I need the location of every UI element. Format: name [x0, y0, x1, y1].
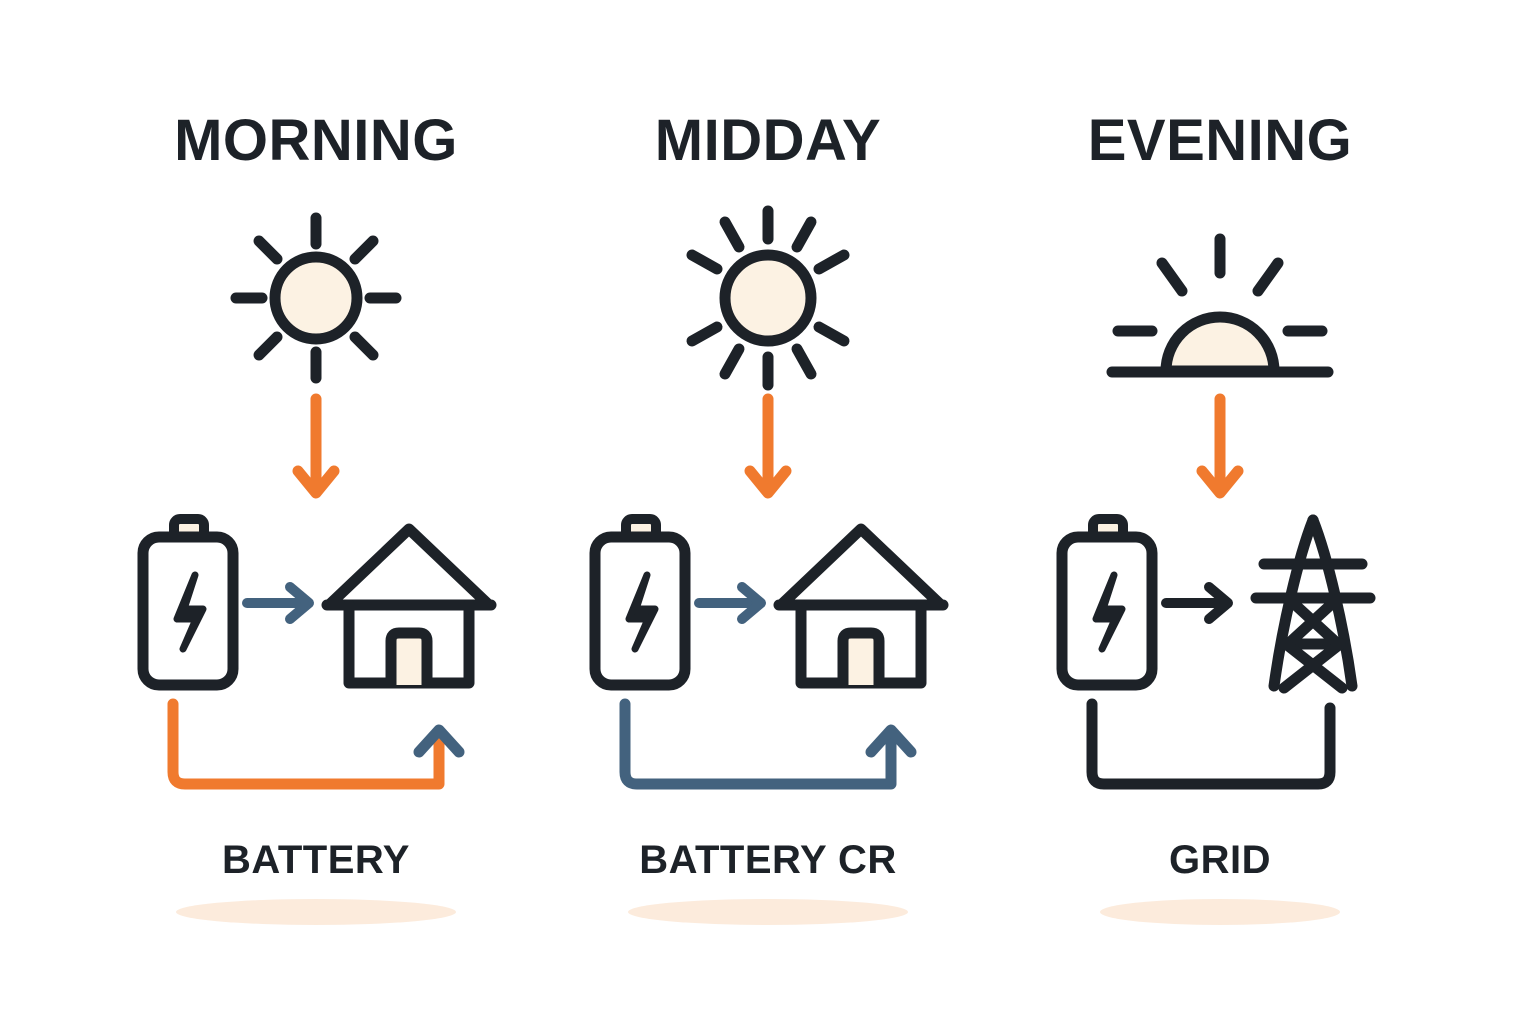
house-icon: [773, 523, 949, 689]
sun-icon-container-morning: [228, 208, 404, 388]
column-heading-midday: MIDDAY: [654, 108, 882, 173]
diagram-column-midday: MIDDAY: [542, 0, 994, 1024]
battery-icon: [1056, 514, 1158, 691]
down-arrow-icon: [744, 393, 792, 499]
column-label-morning: BATTERY: [222, 838, 410, 882]
right-arrow-icon: [1161, 582, 1233, 624]
flow-row-midday: [585, 508, 951, 698]
flow-row-evening: [1052, 508, 1388, 698]
ground-shadow-morning: [176, 899, 456, 925]
down-arrow-container-midday: [742, 393, 794, 504]
return-loop-container-morning: [151, 696, 481, 806]
sunset-icon: [1106, 233, 1334, 378]
sun-icon: [230, 212, 402, 384]
return-loop-container-evening: [1070, 696, 1370, 806]
down-arrow-container-evening: [1194, 393, 1246, 504]
column-heading-morning: MORNING: [174, 108, 458, 173]
sunset-icon-container-evening: [1104, 208, 1336, 388]
return-loop-icon: [1086, 698, 1336, 790]
diagram-column-evening: EVENING: [994, 0, 1446, 1024]
ground-shadow-midday: [628, 899, 908, 925]
down-arrow-container-morning: [290, 393, 342, 504]
house-icon: [321, 523, 497, 689]
column-label-midday: BATTERY CR: [639, 838, 897, 882]
flow-row-morning: [133, 508, 499, 698]
column-heading-evening: EVENING: [1087, 108, 1353, 173]
right-arrow-icon: [694, 582, 766, 624]
return-loop-icon: [619, 698, 917, 790]
battery-icon: [137, 514, 239, 691]
down-arrow-icon: [1196, 393, 1244, 499]
ground-shadow-evening: [1100, 899, 1340, 925]
sun-icon-container-midday: [675, 205, 861, 391]
diagram-column-morning: MORNING: [90, 0, 542, 1024]
return-loop-icon: [167, 698, 465, 790]
column-label-evening: GRID: [1169, 838, 1271, 882]
battery-icon: [589, 514, 691, 691]
return-loop-container-midday: [603, 696, 933, 806]
down-arrow-icon: [292, 393, 340, 499]
right-arrow-icon: [242, 582, 314, 624]
sun-icon: [686, 205, 850, 391]
power-tower-icon: [1250, 514, 1376, 694]
